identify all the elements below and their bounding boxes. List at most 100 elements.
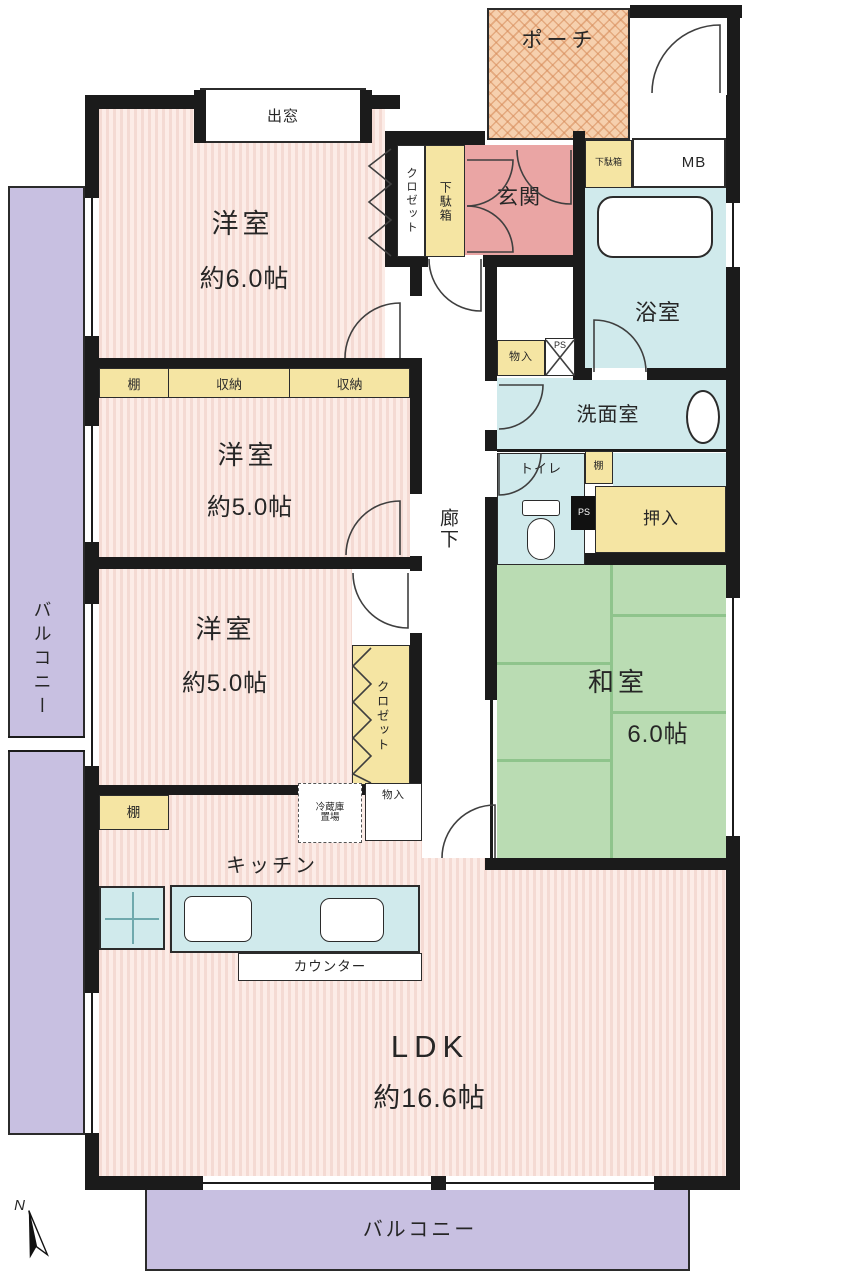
counter-box: [238, 953, 422, 981]
pipe-space-a-label: PS: [547, 340, 573, 352]
fridge-space-box: [298, 783, 362, 843]
porch-label: ポーチ: [521, 28, 597, 52]
window-line: [91, 604, 93, 766]
wall: [85, 95, 210, 109]
ldk-size: 約16.6帖: [373, 1082, 486, 1113]
ldk-label: LDK: [390, 1028, 470, 1064]
window-line: [91, 426, 93, 542]
western-room-2-size: 約5.0帖: [206, 494, 294, 522]
wall: [85, 785, 422, 795]
shoe-cabinet-tall-box: [425, 145, 465, 257]
balcony-left-label: バルコニー: [31, 600, 52, 720]
hall-storage-box: [497, 340, 545, 376]
window: [85, 198, 99, 336]
window: [446, 1176, 654, 1190]
window: [726, 203, 740, 267]
toilet-shelf-label: 棚: [593, 460, 605, 472]
door-opening: [410, 571, 422, 633]
door-opening: [485, 381, 497, 430]
toilet-tank: [522, 500, 560, 516]
window-line: [91, 993, 93, 1133]
toilet-bowl: [527, 518, 555, 560]
sliding-door-opening: [485, 700, 497, 858]
western-room-1-size: 約6.0帖: [199, 264, 290, 293]
balcony-left: [8, 186, 85, 1135]
kitchen-hob-box: [99, 886, 165, 950]
bay-window-box: [200, 88, 366, 143]
door-opening: [485, 451, 497, 497]
door-opening: [410, 494, 422, 556]
wall: [385, 143, 397, 267]
wall: [99, 358, 410, 368]
washroom-area-lower: [613, 453, 726, 486]
oshiire-label: 押入: [643, 509, 679, 529]
window-line: [732, 203, 734, 267]
tatami-line: [610, 565, 613, 858]
western-room-1-area: [99, 109, 385, 360]
oshiire-box: [595, 486, 726, 553]
window: [85, 426, 99, 542]
fridge-space-line1: 冷蔵庫: [315, 802, 345, 814]
tatami-line: [497, 759, 610, 762]
western-room-3-label: 洋室: [195, 614, 256, 645]
western-room-3-area: [99, 569, 352, 785]
bay-window-label: 出窓: [266, 108, 299, 126]
wall: [497, 449, 726, 452]
entrance-label: 玄関: [497, 185, 541, 209]
window: [85, 993, 99, 1133]
washbasin: [686, 390, 720, 444]
storage-bedroom2-cell-a: 収納: [169, 369, 290, 397]
door-opening: [410, 296, 422, 358]
wall: [727, 5, 740, 97]
mb-label: MB: [681, 154, 707, 172]
window-line: [203, 1182, 431, 1184]
compass-n-label: N: [14, 1197, 26, 1215]
tatami-line: [613, 711, 726, 714]
fridge-space-line2: 置場: [320, 812, 340, 823]
mb-box: [632, 138, 726, 188]
entry-closet-box: [397, 145, 425, 257]
western-room-1-label: 洋室: [211, 208, 274, 239]
divider-line: [8, 750, 85, 752]
japanese-room-area: [497, 565, 726, 858]
entry-closet-label: クロゼット: [405, 167, 418, 235]
ldk-storage-label: 物入: [382, 789, 405, 802]
bay-window-post: [194, 90, 206, 143]
kitchen-sink: [320, 898, 384, 942]
window-line: [732, 598, 734, 836]
hob-grid-line: [104, 918, 160, 920]
western-room-2-label: 洋室: [217, 440, 278, 471]
washroom-label: 洗面室: [576, 403, 640, 426]
kitchen-shelf-box: [99, 795, 169, 830]
corridor-label: 廊下: [436, 508, 458, 550]
wall: [630, 5, 742, 18]
ldk-storage-box: [365, 783, 422, 841]
wall: [85, 557, 422, 569]
wall: [485, 858, 740, 870]
balcony-left-divider: [8, 736, 85, 752]
fridge-space-label: 冷蔵庫 置場: [299, 792, 361, 834]
western-room-2-area: [99, 398, 410, 557]
storage-bedroom2-a-label: 収納: [215, 376, 242, 392]
kitchen-shelf-label: 棚: [126, 804, 142, 820]
window: [203, 1176, 431, 1190]
sliding-door-line: [490, 700, 493, 858]
toilet-shelf-box: [585, 451, 613, 484]
japanese-room-size: 6.0帖: [627, 721, 689, 749]
bay-window-post: [360, 90, 372, 143]
tatami-line: [613, 614, 726, 617]
wall: [385, 131, 485, 145]
pipe-space-b-box: [571, 496, 597, 530]
tatami-line: [497, 662, 610, 665]
shelf-bedroom2-cell: 棚: [100, 369, 169, 397]
window: [85, 604, 99, 766]
porch-area: [487, 8, 630, 140]
storage-bedroom2-b-label: 収納: [336, 376, 363, 392]
pipe-space-b-label: PS: [577, 507, 590, 518]
bedroom2-storage-strip: 棚 収納 収納: [99, 368, 410, 398]
kitchen-stove: [184, 896, 252, 942]
shoe-cabinet-tall-label: 下駄箱: [438, 181, 453, 223]
window-line: [446, 1182, 654, 1184]
bathtub: [597, 196, 713, 258]
